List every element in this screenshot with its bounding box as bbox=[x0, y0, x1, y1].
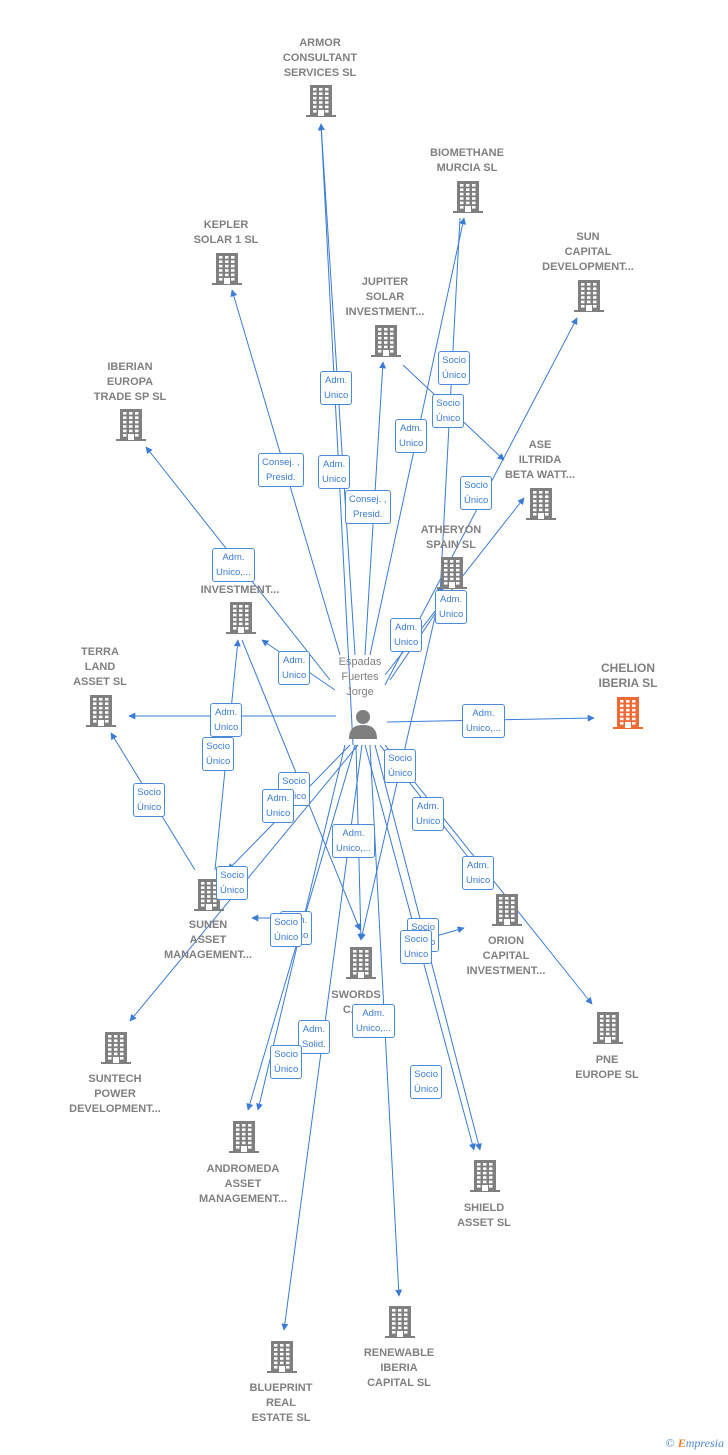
building-icon[interactable] bbox=[212, 253, 242, 290]
relation-label[interactable]: Socio Único bbox=[384, 749, 417, 783]
company-label-sun[interactable]: SUN CAPITAL DEVELOPMENT... bbox=[542, 231, 634, 273]
building-icon[interactable] bbox=[346, 947, 376, 984]
relation-label[interactable]: Adm. Solid. bbox=[298, 1020, 330, 1054]
relation-label[interactable]: Consej. , Presid. bbox=[258, 453, 304, 487]
relation-label[interactable]: Adm. Unico bbox=[395, 419, 428, 453]
relation-label[interactable]: Socio Único bbox=[133, 783, 166, 817]
relation-label[interactable]: Adm. Unico bbox=[278, 651, 311, 685]
company-label-andromeda[interactable]: ANDROMEDA ASSET MANAGEMENT... bbox=[199, 1163, 287, 1205]
relation-label[interactable]: Socio Único bbox=[270, 913, 303, 947]
relation-label[interactable]: Socio Único bbox=[432, 394, 465, 428]
watermark: © Empresia bbox=[665, 1436, 724, 1450]
relation-label[interactable]: Adm. Unico,... bbox=[352, 1004, 395, 1038]
relation-label[interactable]: Adm. Unico bbox=[390, 618, 423, 652]
building-icon[interactable] bbox=[526, 488, 556, 525]
building-icon[interactable] bbox=[453, 181, 483, 218]
company-label-shield[interactable]: SHIELD ASSET SL bbox=[457, 1202, 511, 1229]
relation-label[interactable]: Socio Único bbox=[410, 1065, 443, 1099]
company-label-suntech[interactable]: SUNTECH POWER DEVELOPMENT... bbox=[69, 1073, 161, 1115]
company-label-kepler[interactable]: KEPLER SOLAR 1 SL bbox=[193, 219, 259, 246]
building-icon[interactable] bbox=[371, 325, 401, 362]
company-label-pne[interactable]: PNE EUROPE SL bbox=[575, 1054, 639, 1081]
relation-label[interactable]: Adm. Unico bbox=[412, 797, 445, 831]
relation-label[interactable]: Adm. Unico bbox=[210, 703, 243, 737]
company-label-chelion[interactable]: CHELION IBERIA SL bbox=[598, 661, 658, 690]
building-icon[interactable] bbox=[385, 1306, 415, 1343]
building-icon[interactable] bbox=[194, 879, 224, 916]
relation-label[interactable]: Consej. , Presid. bbox=[345, 490, 391, 524]
relation-label[interactable]: Adm. Unico bbox=[320, 371, 353, 405]
company-label-jupiter[interactable]: JUPITER SOLAR INVESTMENT... bbox=[345, 276, 425, 318]
company-label-orion[interactable]: ORION CAPITAL INVESTMENT... bbox=[466, 935, 546, 977]
building-icon[interactable] bbox=[613, 697, 643, 734]
building-icon[interactable] bbox=[86, 695, 116, 732]
company-label-renewable[interactable]: RENEWABLE IBERIA CAPITAL SL bbox=[363, 1347, 435, 1389]
building-icon[interactable] bbox=[226, 602, 256, 639]
building-icon[interactable] bbox=[267, 1341, 297, 1378]
relation-label[interactable]: Adm. Unico,... bbox=[212, 548, 255, 582]
building-icon[interactable] bbox=[116, 409, 146, 446]
building-icon[interactable] bbox=[593, 1012, 623, 1049]
building-icon[interactable] bbox=[574, 280, 604, 317]
company-label-terra[interactable]: TERRA LAND ASSET SL bbox=[73, 646, 127, 688]
building-icon[interactable] bbox=[306, 85, 336, 122]
company-label-ase[interactable]: ASE ILTRIDA BETA WATT... bbox=[504, 439, 576, 481]
relation-label[interactable]: Adm. Unico bbox=[318, 455, 351, 489]
relation-label[interactable]: Adm. Unico bbox=[435, 590, 468, 624]
relation-label[interactable]: Socio Único bbox=[202, 737, 235, 771]
building-icon[interactable] bbox=[437, 557, 467, 594]
company-label-sunen[interactable]: SUNEN ASSET MANAGEMENT... bbox=[164, 919, 252, 961]
person-label[interactable]: Espadas Fuertes Jorge bbox=[338, 656, 382, 698]
company-label-armor[interactable]: ARMOR CONSULTANT SERVICES SL bbox=[282, 37, 358, 79]
company-label-atheryon[interactable]: ATHERYON SPAIN SL bbox=[420, 524, 482, 551]
relation-label[interactable]: Adm. Unico bbox=[462, 856, 495, 890]
company-label-iberian[interactable]: IBERIAN EUROPA TRADE SP SL bbox=[93, 361, 167, 403]
relation-label[interactable]: Socio Unico bbox=[400, 930, 433, 964]
relation-label[interactable]: Adm. Unico bbox=[262, 789, 295, 823]
relation-label[interactable]: Socio Único bbox=[438, 351, 471, 385]
relation-label[interactable]: Socio Único bbox=[270, 1045, 303, 1079]
relation-label[interactable]: Adm. Unico,... bbox=[332, 824, 375, 858]
edge-line bbox=[317, 123, 354, 746]
building-icon[interactable] bbox=[101, 1032, 131, 1069]
person-icon[interactable] bbox=[348, 708, 378, 740]
building-icon[interactable] bbox=[229, 1121, 259, 1158]
relation-label[interactable]: Socio Único bbox=[216, 866, 249, 900]
relation-label[interactable]: Socio Único bbox=[460, 476, 493, 510]
company-label-biomethane[interactable]: BIOMETHANE MURCIA SL bbox=[430, 147, 504, 174]
building-icon[interactable] bbox=[470, 1160, 500, 1197]
relation-label[interactable]: Adm. Unico,... bbox=[462, 704, 505, 738]
company-label-blueprint[interactable]: BLUEPRINT REAL ESTATE SL bbox=[249, 1382, 313, 1424]
building-icon[interactable] bbox=[492, 894, 522, 931]
